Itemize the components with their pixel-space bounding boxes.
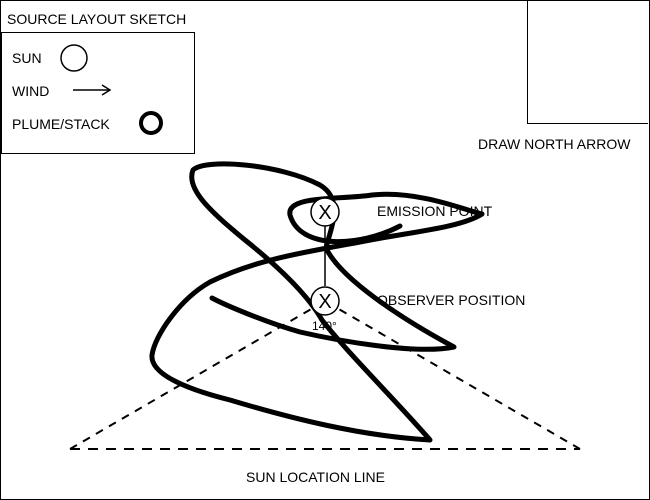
wind-arrow-icon — [72, 83, 111, 96]
legend-sun-label: SUN — [12, 50, 42, 66]
observer-position-label: OBSERVER POSITION — [377, 292, 526, 308]
legend-wind-label: WIND — [12, 83, 50, 99]
emission-point-label: EMISSION POINT — [377, 203, 493, 219]
emission-point-marker — [310, 197, 340, 227]
plume-stack-icon — [138, 110, 163, 135]
sheet-title: SOURCE LAYOUT SKETCH — [7, 11, 187, 27]
legend-symbols — [59, 43, 163, 135]
sun-location-line-label: SUN LOCATION LINE — [246, 469, 385, 485]
plume-sketch — [149, 161, 485, 443]
sight-line-right — [324, 300, 581, 450]
sight-line-left — [69, 300, 326, 450]
sun-angle-label: 140° — [312, 319, 337, 333]
observer-position-marker — [310, 286, 340, 316]
observer-position-x-icon: X — [318, 291, 331, 313]
legend-box: SUN WIND PLUME/STACK — [1, 32, 195, 154]
north-arrow-label: DRAW NORTH ARROW — [478, 136, 631, 152]
legend-plume-label: PLUME/STACK — [12, 116, 110, 132]
emission-point-x-icon: X — [318, 202, 331, 224]
north-arrow-box[interactable] — [527, 1, 648, 124]
sun-icon — [59, 43, 88, 72]
